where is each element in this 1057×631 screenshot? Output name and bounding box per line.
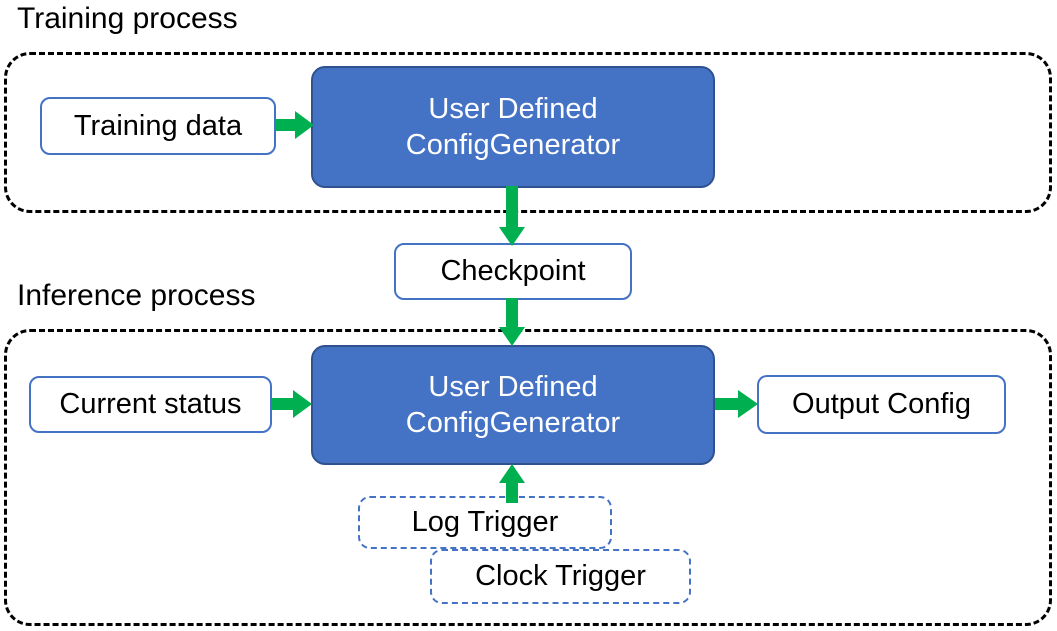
node-log-trigger[interactable]: Log Trigger [358,496,612,549]
node-output-config[interactable]: Output Config [757,375,1006,434]
arrow-checkpoint-to-config-generator [499,298,525,346]
node-label-line-2: ConfigGenerator [405,407,621,439]
node-checkpoint[interactable]: Checkpoint [394,243,632,300]
node-label-line-1: User Defined [428,371,598,403]
arrow-config-generator-to-checkpoint [499,186,525,246]
arrow-triggers-to-config-generator [499,464,525,503]
node-label-line-2: ConfigGenerator [405,129,621,161]
arrow-current-status-to-config-generator [272,390,312,418]
training-process-title: Training process [17,2,238,36]
node-user-defined-config-generator-inference[interactable]: User Defined ConfigGenerator [311,345,715,465]
group-inference-process [4,329,1052,626]
arrow-config-generator-to-output-config [715,390,758,418]
node-clock-trigger[interactable]: Clock Trigger [430,549,691,604]
node-user-defined-config-generator-training[interactable]: User Defined ConfigGenerator [311,66,715,188]
group-training-process [4,52,1052,213]
node-current-status[interactable]: Current status [29,376,272,433]
arrow-training-data-to-config-generator [276,111,314,139]
inference-process-title: Inference process [17,279,256,313]
node-label-line-1: User Defined [428,93,598,125]
node-training-data[interactable]: Training data [40,97,276,155]
